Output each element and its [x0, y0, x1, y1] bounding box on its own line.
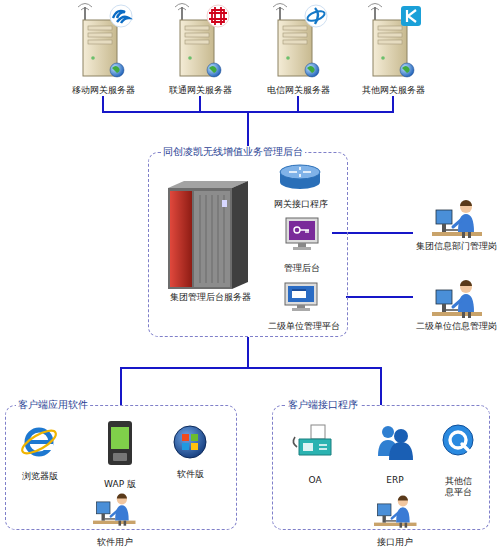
erp-interface: ERP: [365, 420, 425, 486]
node-label: 其他信息平台: [442, 476, 474, 498]
node-label: 软件版: [177, 469, 204, 480]
connector: [121, 337, 248, 405]
node-label: 电信网关服务器: [267, 85, 330, 96]
oa-interface: OA: [285, 420, 345, 486]
gateway-program: 网关接口程序: [268, 160, 334, 210]
client-interface-group: 客户端接口程序OAERP其他信息平台接口用户: [272, 405, 490, 530]
group-title: 同创凌凯无线增值业务管理后台: [161, 146, 305, 158]
node-label: 软件用户: [97, 537, 133, 548]
gateway-server: 联通网关服务器: [155, 2, 245, 96]
node-label: 集团信息部门管理岗: [416, 241, 497, 252]
admin-backend: 管理后台: [272, 212, 332, 274]
node-label: 二级单位信息管理岗: [416, 321, 497, 332]
node-label: OA: [308, 475, 321, 486]
node-label: 二级单位管理平台: [268, 321, 340, 332]
node-label: WAP 版: [104, 479, 136, 490]
node-label: 接口用户: [377, 537, 413, 548]
staff-post: 二级单位信息管理岗: [413, 270, 500, 332]
connector: [200, 96, 248, 152]
backend-group: 同创凌凯无线增值业务管理后台集团管理后台服务器网关接口程序管理后台二级单位管理平…: [148, 152, 348, 337]
gateway-server: 其他网关服务器: [348, 2, 438, 96]
connector: [248, 337, 381, 405]
gateway-server: 电信网关服务器: [253, 2, 343, 96]
node-label: 浏览器版: [22, 471, 58, 482]
node-label: 管理后台: [284, 263, 320, 274]
node-label: 移动网关服务器: [72, 85, 135, 96]
connector: [248, 96, 298, 152]
staff-post: 集团信息部门管理岗: [413, 190, 500, 252]
gateway-server: 移动网关服务器: [58, 2, 148, 96]
connector: [332, 232, 413, 234]
node-label: 集团管理后台服务器: [170, 292, 251, 303]
client-app-group: 客户端应用软件浏览器版WAP 版软件版软件用户: [5, 405, 237, 530]
connector: [103, 96, 248, 152]
desktop-client: 软件版: [162, 418, 218, 480]
connector: [248, 96, 393, 152]
browser-client: 浏览器版: [12, 420, 67, 482]
node-label: ERP: [386, 475, 403, 486]
node-label: 其他网关服务器: [362, 85, 425, 96]
other-platform: 其他信息平台: [442, 420, 474, 498]
interface-user: 接口用户: [365, 488, 425, 548]
connector: [346, 296, 413, 298]
sub-platform: 二级单位管理平台: [262, 278, 346, 332]
software-user: 软件用户: [85, 488, 145, 548]
group-title: 客户端应用软件: [16, 399, 90, 411]
group-server: 集团管理后台服务器: [158, 175, 262, 303]
group-title: 客户端接口程序: [286, 399, 360, 411]
wap-client: WAP 版: [95, 418, 145, 490]
node-label: 网关接口程序: [274, 199, 328, 210]
node-label: 联通网关服务器: [169, 85, 232, 96]
